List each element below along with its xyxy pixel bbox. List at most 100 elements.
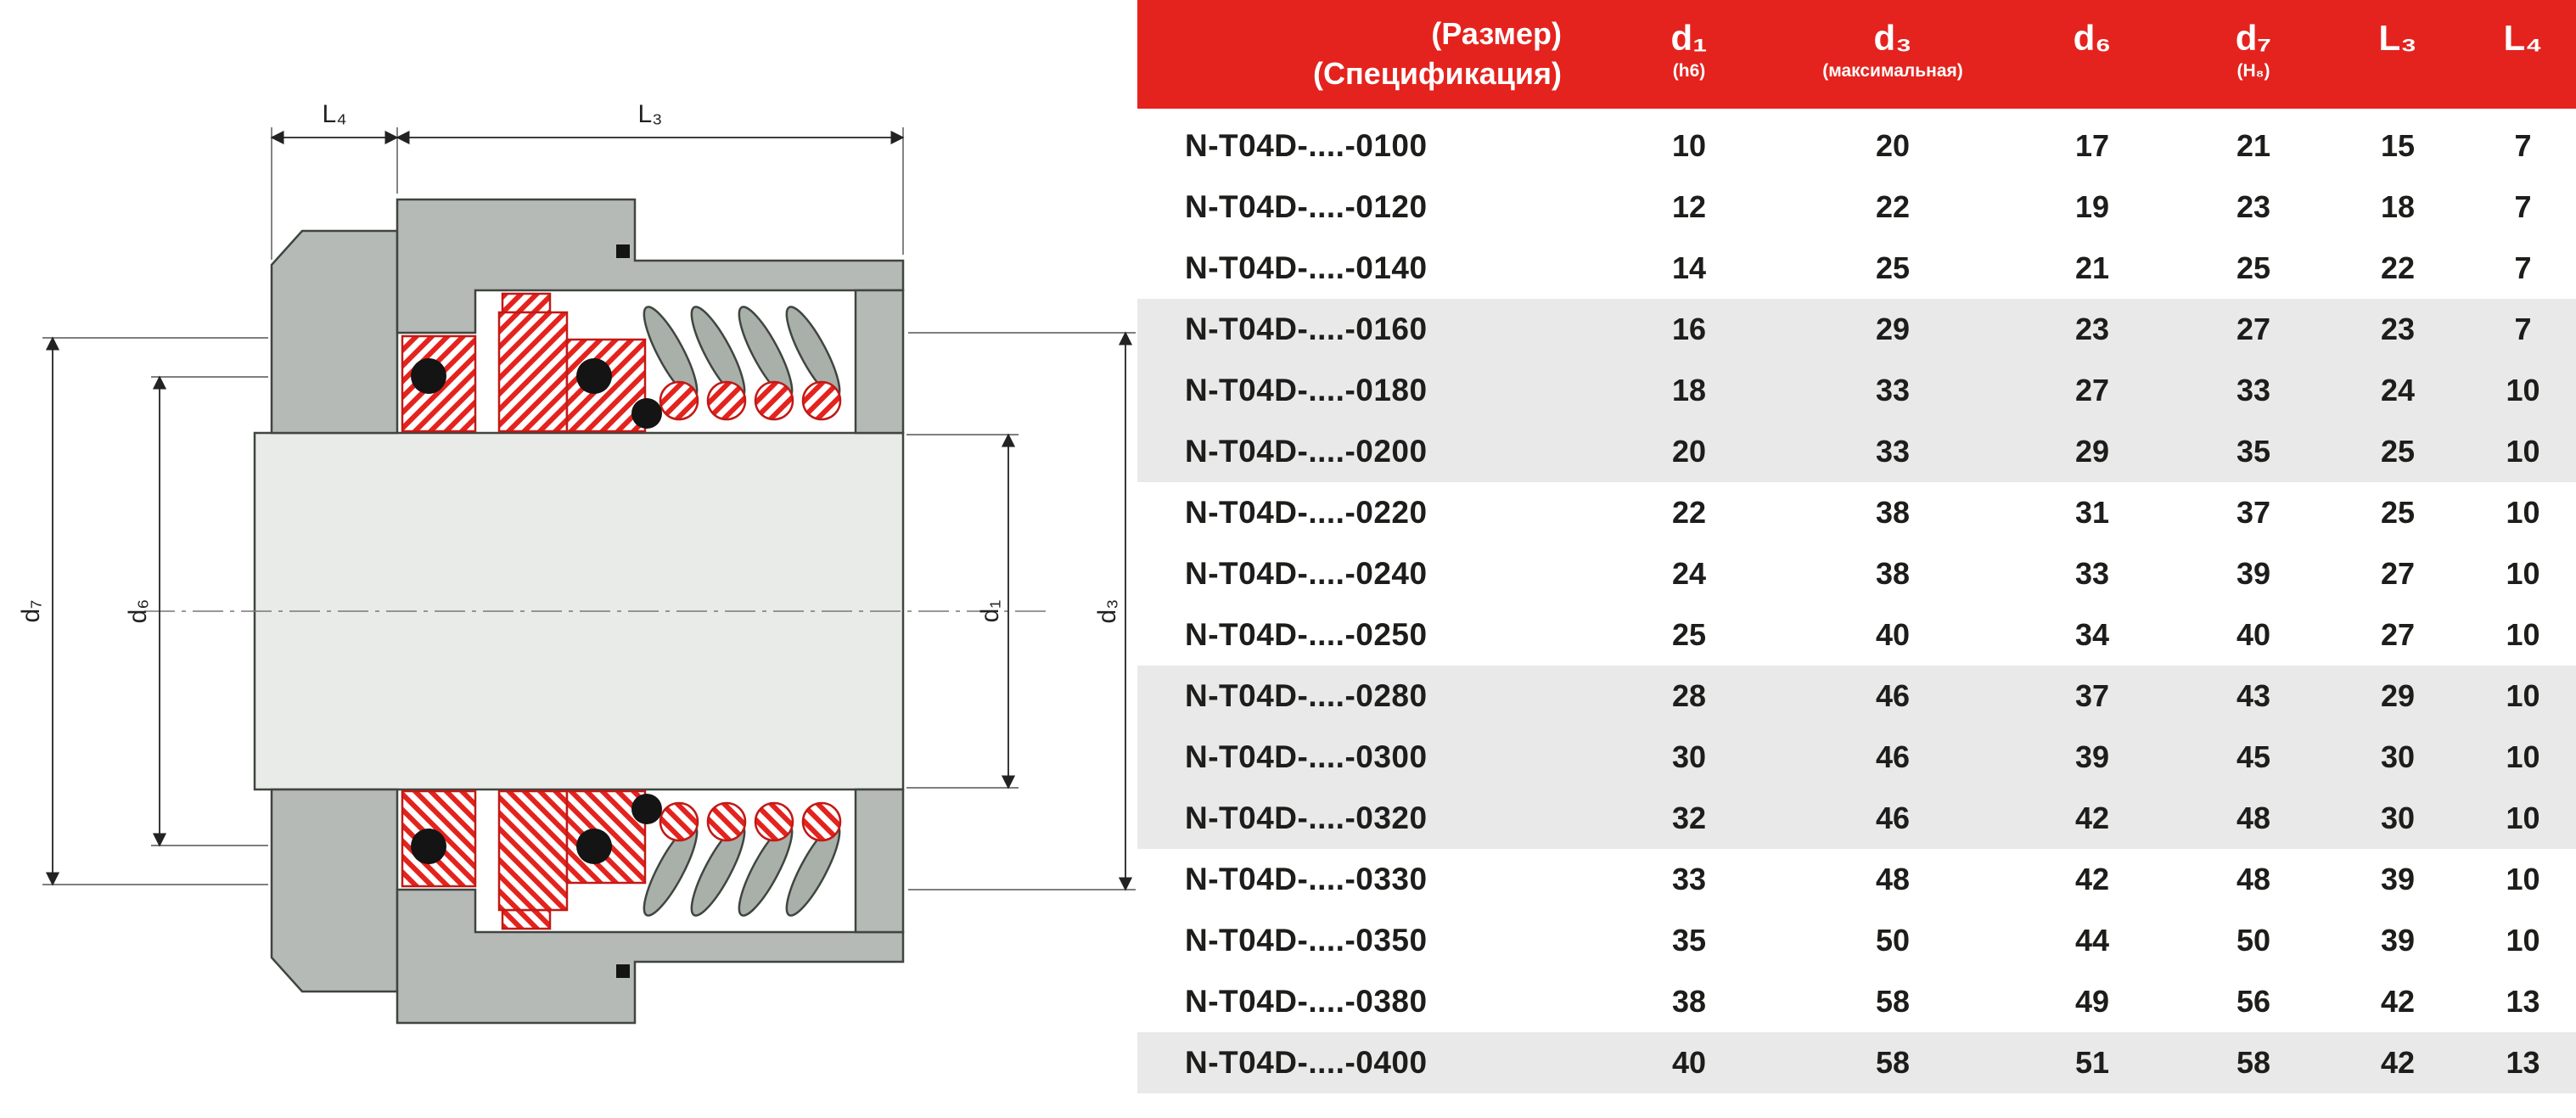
table-row: N-T04D-....-0400 40 58 51 58 42 13	[1137, 1032, 2576, 1093]
row-value: 48	[2236, 801, 2271, 835]
table-row: N-T04D-....-0240 24 38 33 39 27 10	[1137, 543, 2576, 604]
row-value: 46	[1875, 801, 1911, 835]
col-header-d3-label: d₃	[1873, 18, 1912, 58]
row-model: N-T04D-....-0160	[1185, 312, 1428, 346]
row-value: 10	[2506, 862, 2540, 896]
row-model: N-T04D-....-0350	[1185, 923, 1428, 958]
row-value: 27	[2236, 312, 2271, 346]
spec-table-body: N-T04D-....-0100 10 20 17 21 15 7 N-T04D…	[1137, 109, 2576, 1093]
dim-label-d1: d₁	[976, 600, 1004, 623]
o-rings	[411, 244, 662, 429]
row-value: 58	[1875, 1045, 1911, 1080]
row-value: 56	[2236, 984, 2271, 1019]
row-model: N-T04D-....-0140	[1185, 250, 1428, 285]
row-value: 58	[2236, 1045, 2271, 1080]
row-value: 10	[2506, 678, 2540, 713]
row-value: 24	[1671, 556, 1707, 591]
table-row: N-T04D-....-0180 18 33 27 33 24 10	[1137, 360, 2576, 421]
row-value: 30	[1671, 739, 1707, 774]
row-value: 17	[2074, 128, 2110, 163]
row-value: 51	[2074, 1045, 2110, 1080]
dimension-labels: L₄ L₃ d₇ d₆ d₁ d₃	[17, 100, 1121, 623]
row-value: 42	[2074, 862, 2110, 896]
row-value: 35	[1671, 923, 1707, 958]
table-row: N-T04D-....-0350 35 50 44 50 39 10	[1137, 910, 2576, 971]
col-header-L3: L₃	[2326, 0, 2470, 109]
dim-label-L3: L₃	[638, 100, 663, 128]
row-value: 30	[2380, 739, 2416, 774]
row-value: 40	[2236, 617, 2271, 652]
row-value: 42	[2074, 801, 2110, 835]
col-header-d1: d₁ (h6)	[1596, 0, 1782, 109]
row-value: 29	[1875, 312, 1911, 346]
row-model: N-T04D-....-0200	[1185, 434, 1428, 469]
row-model: N-T04D-....-0380	[1185, 984, 1428, 1019]
table-row: N-T04D-....-0280 28 46 37 43 29 10	[1137, 666, 2576, 727]
row-value: 7	[2514, 250, 2532, 285]
row-value: 38	[1875, 556, 1911, 591]
row-value: 49	[2074, 984, 2110, 1019]
row-value: 48	[1875, 862, 1911, 896]
dim-label-L4: L₄	[323, 100, 347, 128]
row-value: 31	[2074, 495, 2110, 530]
row-model: N-T04D-....-0120	[1185, 189, 1428, 224]
row-value: 33	[2236, 373, 2271, 407]
table-row: N-T04D-....-0320 32 46 42 48 30 10	[1137, 788, 2576, 849]
row-value: 12	[1671, 189, 1707, 224]
row-value: 7	[2514, 128, 2532, 163]
table-row: N-T04D-....-0120 12 22 19 23 18 7	[1137, 177, 2576, 238]
row-value: 10	[2506, 801, 2540, 835]
table-row: N-T04D-....-0250 25 40 34 40 27 10	[1137, 604, 2576, 666]
dim-label-d3: d₃	[1093, 599, 1121, 624]
row-value: 23	[2380, 312, 2416, 346]
row-value: 39	[2380, 923, 2416, 958]
table-row: N-T04D-....-0380 38 58 49 56 42 13	[1137, 971, 2576, 1032]
row-value: 27	[2380, 556, 2416, 591]
row-value: 25	[2380, 495, 2416, 530]
row-value: 25	[2380, 434, 2416, 469]
row-value: 10	[2506, 923, 2540, 958]
col-header-L4-label: L₄	[2503, 18, 2543, 58]
row-value: 38	[1875, 495, 1911, 530]
row-value: 48	[2236, 862, 2271, 896]
row-value: 25	[1875, 250, 1911, 285]
row-value: 14	[1671, 250, 1707, 285]
row-model: N-T04D-....-0220	[1185, 495, 1428, 530]
row-value: 37	[2074, 678, 2110, 713]
row-value: 27	[2074, 373, 2110, 407]
col-header-d6-label: d₆	[2073, 18, 2112, 58]
row-value: 15	[2380, 128, 2416, 163]
row-value: 42	[2380, 1045, 2416, 1080]
row-value: 43	[2236, 678, 2271, 713]
seal-cross-section-diagram: L₄ L₃ d₇ d₆ d₁ d₃	[17, 100, 1136, 1025]
col-header-d1-label: d₁	[1670, 18, 1708, 58]
row-value: 27	[2380, 617, 2416, 652]
row-value: 45	[2236, 739, 2271, 774]
dimension-lines	[45, 130, 1133, 891]
technical-drawing: L₄ L₃ d₇ d₆ d₁ d₃	[0, 0, 1154, 1118]
row-value: 25	[2236, 250, 2271, 285]
row-model: N-T04D-....-0250	[1185, 617, 1428, 652]
row-value: 29	[2380, 678, 2416, 713]
col-header-L4: L₄	[2470, 0, 2576, 109]
col-header-d7-label: d₇	[2235, 18, 2272, 58]
table-row: N-T04D-....-0220 22 38 31 37 25 10	[1137, 482, 2576, 543]
row-value: 18	[2380, 189, 2416, 224]
col-header-d1-note: (h6)	[1672, 61, 1706, 81]
row-value: 22	[1671, 495, 1707, 530]
row-value: 10	[2506, 434, 2540, 469]
row-value: 18	[1671, 373, 1707, 407]
row-value: 39	[2380, 862, 2416, 896]
row-value: 35	[2236, 434, 2271, 469]
row-model: N-T04D-....-0320	[1185, 801, 1428, 835]
col-header-d3-note: (максимальная)	[1822, 61, 1963, 81]
row-value: 20	[1671, 434, 1707, 469]
row-value: 10	[2506, 373, 2540, 407]
table-row: N-T04D-....-0330 33 48 42 48 39 10	[1137, 849, 2576, 910]
row-value: 39	[2074, 739, 2110, 774]
row-value: 10	[2506, 495, 2540, 530]
row-value: 10	[1671, 128, 1707, 163]
row-model: N-T04D-....-0400	[1185, 1045, 1428, 1080]
row-value: 23	[2074, 312, 2110, 346]
